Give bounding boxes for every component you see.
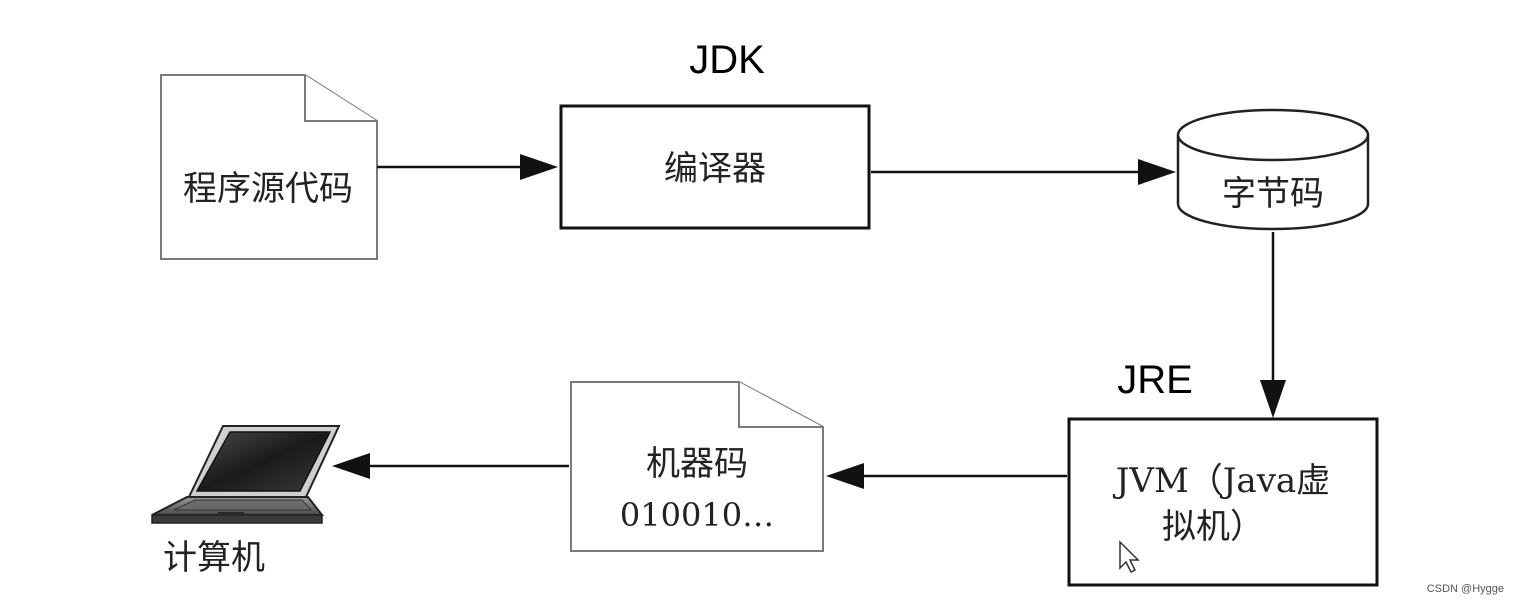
arrow-source-to-compiler: [377, 154, 558, 180]
jvm-label-line2: 拟机）: [1162, 507, 1264, 547]
mouse-pointer-icon: [1119, 540, 1140, 574]
arrow-bytecode-to-jvm: [1260, 232, 1286, 418]
machine-code-bits: 010010…: [620, 496, 774, 534]
source-code-document: 程序源代码: [160, 74, 378, 260]
jvm-label-line1: JVM（Java虚: [1113, 461, 1330, 501]
watermark: CSDN @Hygge: [1427, 583, 1504, 595]
jdk-heading: JDK: [689, 38, 765, 82]
source-code-label: 程序源代码: [183, 169, 353, 209]
arrow-compiler-to-bytecode: [871, 159, 1176, 185]
jvm-box: JVM（Java虚 拟机）: [1067, 417, 1379, 587]
computer-label: 计算机: [163, 538, 265, 578]
compiler-box: 编译器: [559, 104, 871, 230]
bytecode-cylinder: 字节码: [1176, 108, 1370, 231]
arrow-machine-code-to-computer: [332, 453, 569, 479]
jre-heading: JRE: [1117, 358, 1193, 402]
bytecode-label: 字节码: [1222, 174, 1324, 214]
machine-code-label: 机器码: [646, 444, 748, 484]
arrow-jvm-to-machine-code: [826, 463, 1067, 489]
compiler-label: 编译器: [664, 149, 766, 189]
machine-code-document: 机器码 010010…: [570, 381, 824, 552]
laptop-icon: [151, 425, 341, 524]
